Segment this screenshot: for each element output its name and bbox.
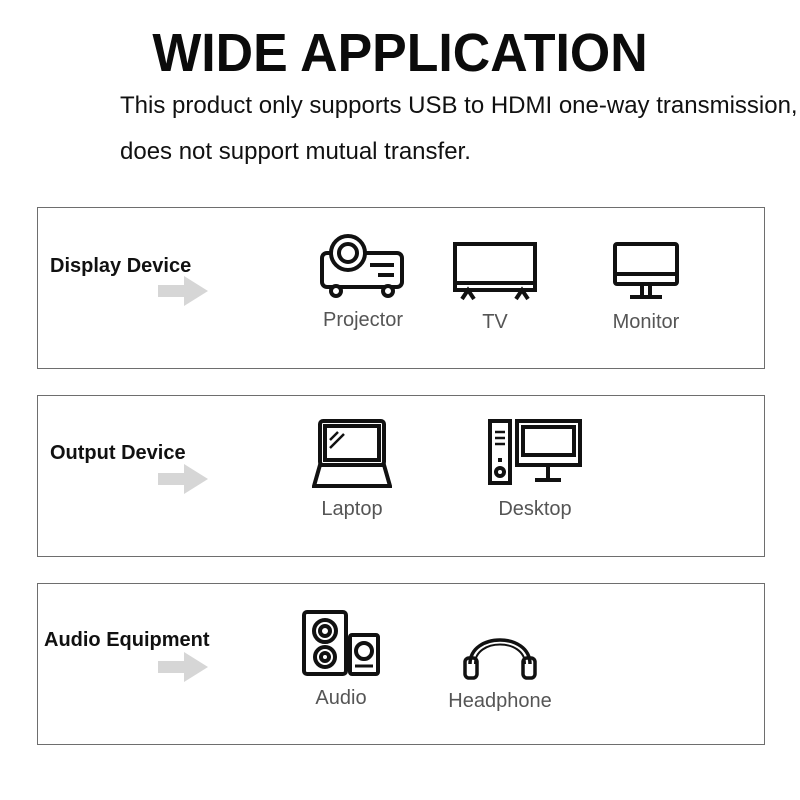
category-label-display-device: Display Device [50,255,192,277]
description-line-2: does not support mutual transfer. [120,138,471,165]
category-label-output-device: Output Device [50,442,186,464]
device-audio: Audio [281,609,401,710]
device-monitor: Monitor [586,241,706,334]
device-label-tv: TV [482,311,508,333]
arrow-right-icon [158,464,208,494]
monitor-icon [613,242,679,299]
output-device-panel: Output Device Laptop [37,395,765,557]
device-headphone: Headphone [440,624,560,713]
device-label-monitor: Monitor [612,311,680,333]
headphone-icon [463,638,537,680]
tv-icon [453,242,537,301]
arrow-right-icon [158,652,208,682]
projector-icon [320,234,404,298]
page-title: WIDE APPLICATION [152,23,648,83]
device-label-headphone: Headphone [448,690,552,712]
category-label-audio-equipment: Audio Equipment [44,629,210,651]
speaker-icon [302,610,380,676]
description-line-1: This product only supports USB to HDMI o… [120,92,798,119]
laptop-icon [312,419,392,488]
device-label-laptop: Laptop [321,498,383,520]
device-label-projector: Projector [322,309,404,331]
device-tv: TV [435,241,555,334]
device-projector: Projector [303,233,423,332]
device-laptop: Laptop [292,418,412,521]
device-desktop: Desktop [475,418,595,521]
arrow-right-icon [158,276,208,306]
desktop-icon [488,419,582,485]
audio-equipment-panel: Audio Equipment Audio [37,583,765,745]
display-device-panel: Display Device Projector [37,207,765,369]
device-label-desktop: Desktop [498,498,572,520]
device-label-audio: Audio [315,687,367,709]
